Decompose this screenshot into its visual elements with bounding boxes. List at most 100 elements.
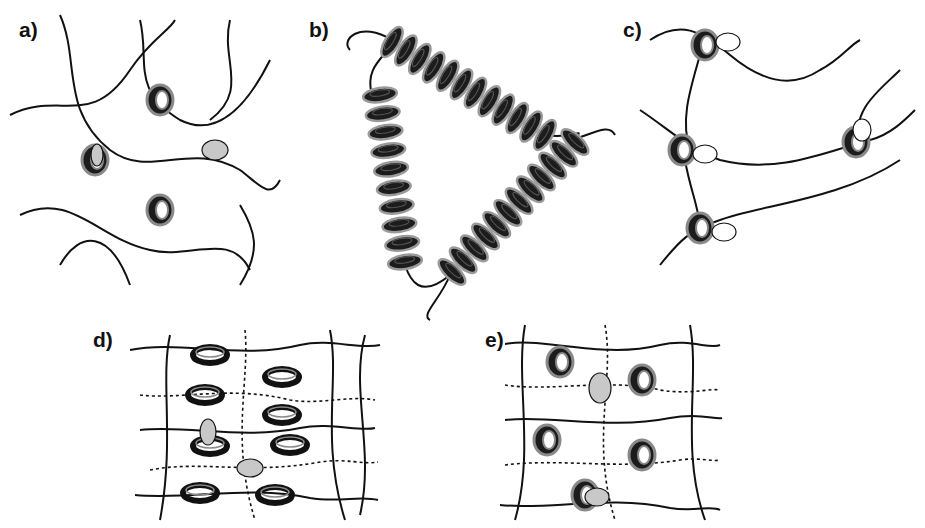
panel-label: e) (484, 328, 505, 351)
ring-rim (396, 39, 412, 59)
cyclodextrin-ring (435, 255, 469, 289)
guest-molecule (202, 140, 228, 160)
ring-rim (444, 261, 463, 279)
ring-cavity (701, 36, 713, 54)
cyclodextrin-ring (692, 30, 718, 60)
cyclodextrin-ring (370, 141, 406, 160)
cyclodextrin-ring (258, 487, 292, 503)
ring-rim (268, 369, 296, 379)
ring-body (387, 253, 423, 272)
ring-body (376, 178, 412, 197)
ring-rim (494, 98, 510, 118)
panel-label-holder: b) (308, 18, 330, 42)
ring-rim (545, 155, 564, 173)
cyclodextrin-ring (183, 485, 217, 501)
ring-body (435, 255, 469, 289)
ring-rim (375, 126, 396, 135)
cyclodextrin-ring (265, 407, 299, 423)
ring-rim (196, 347, 224, 357)
cyclodextrin-ring (629, 365, 655, 395)
ring-rim (378, 144, 399, 153)
ring-body (373, 160, 409, 179)
ring-cavity (678, 141, 690, 159)
ring-cavity (696, 219, 708, 237)
cyclodextrin-ring (362, 86, 398, 105)
ring-rim (478, 226, 497, 244)
ring-cavity (156, 91, 168, 109)
cyclodextrin-ring (368, 123, 404, 142)
ring-rim (534, 167, 553, 185)
ring-rim (424, 56, 440, 76)
guest-molecule (91, 144, 103, 166)
panel-label: b) (308, 18, 330, 41)
cyclodextrin-ring (382, 215, 418, 234)
ring-body (629, 440, 655, 470)
ring-rim (536, 124, 552, 144)
ring-body (370, 141, 406, 160)
ring-rim (369, 89, 390, 98)
guest-molecule (237, 459, 263, 477)
ring-rim (276, 437, 304, 447)
cyclodextrin-ring (547, 347, 573, 377)
ring-body (692, 30, 718, 60)
guest-molecule (589, 373, 611, 403)
ring-body (265, 407, 299, 423)
ring-rim (392, 237, 413, 246)
cyclodextrin-ring (669, 135, 695, 165)
ring-rim (567, 131, 586, 149)
cyclodextrin-ring (376, 178, 412, 197)
ring-rim (383, 31, 399, 51)
ring-rim (522, 179, 541, 197)
ring-body (147, 195, 173, 225)
ring-body (547, 347, 573, 377)
ring-body (365, 104, 401, 123)
ring-rim (522, 115, 538, 135)
panel-label: d) (92, 328, 114, 351)
cyclodextrin-ring (147, 195, 173, 225)
ring-rim (380, 163, 401, 172)
panel-label-holder: e) (484, 328, 505, 352)
crosslinks (140, 325, 720, 520)
ring-body (273, 437, 307, 453)
cyclodextrin-ring (193, 347, 227, 363)
cyclodextrin-ring (687, 213, 713, 243)
ring-body (362, 86, 398, 105)
ring-rim (268, 407, 296, 417)
cyclodextrin-ring (387, 253, 423, 272)
panel-label: a) (18, 18, 39, 41)
ring-body (193, 347, 227, 363)
panel-label-holder: a) (18, 18, 39, 42)
ring-rim (500, 202, 519, 220)
ring-rim (383, 181, 404, 190)
ring-cavity (638, 371, 650, 389)
ring-body (368, 123, 404, 142)
ring-body (534, 425, 560, 455)
guest-molecule (200, 419, 216, 445)
ring-rim (191, 387, 219, 397)
guest-molecule (693, 145, 717, 163)
guest-molecule (585, 488, 609, 506)
cyclodextrin-ring (534, 425, 560, 455)
cyclodextrin-rings (82, 24, 871, 510)
ring-body (258, 487, 292, 503)
panel-label-holder: d) (92, 328, 114, 352)
cyclodextrin-ring (273, 437, 307, 453)
cyclodextrin-ring (188, 387, 222, 403)
ring-rim (386, 200, 407, 209)
ring-rim (452, 73, 468, 93)
polymer-chains (10, 15, 915, 520)
ring-cavity (638, 446, 650, 464)
cyclodextrin-ring (365, 104, 401, 123)
ring-rim (372, 107, 393, 116)
ring-rim (508, 107, 524, 127)
ring-rim (394, 256, 415, 265)
ring-body (669, 135, 695, 165)
cyclodextrin-ring (147, 85, 173, 115)
cyclodextrin-ring (82, 145, 108, 175)
panel-label-holder: c) (622, 18, 643, 42)
cyclodextrin-ring (384, 234, 420, 253)
ring-body (687, 213, 713, 243)
ring-rim (489, 214, 508, 232)
ring-rim (186, 485, 214, 495)
